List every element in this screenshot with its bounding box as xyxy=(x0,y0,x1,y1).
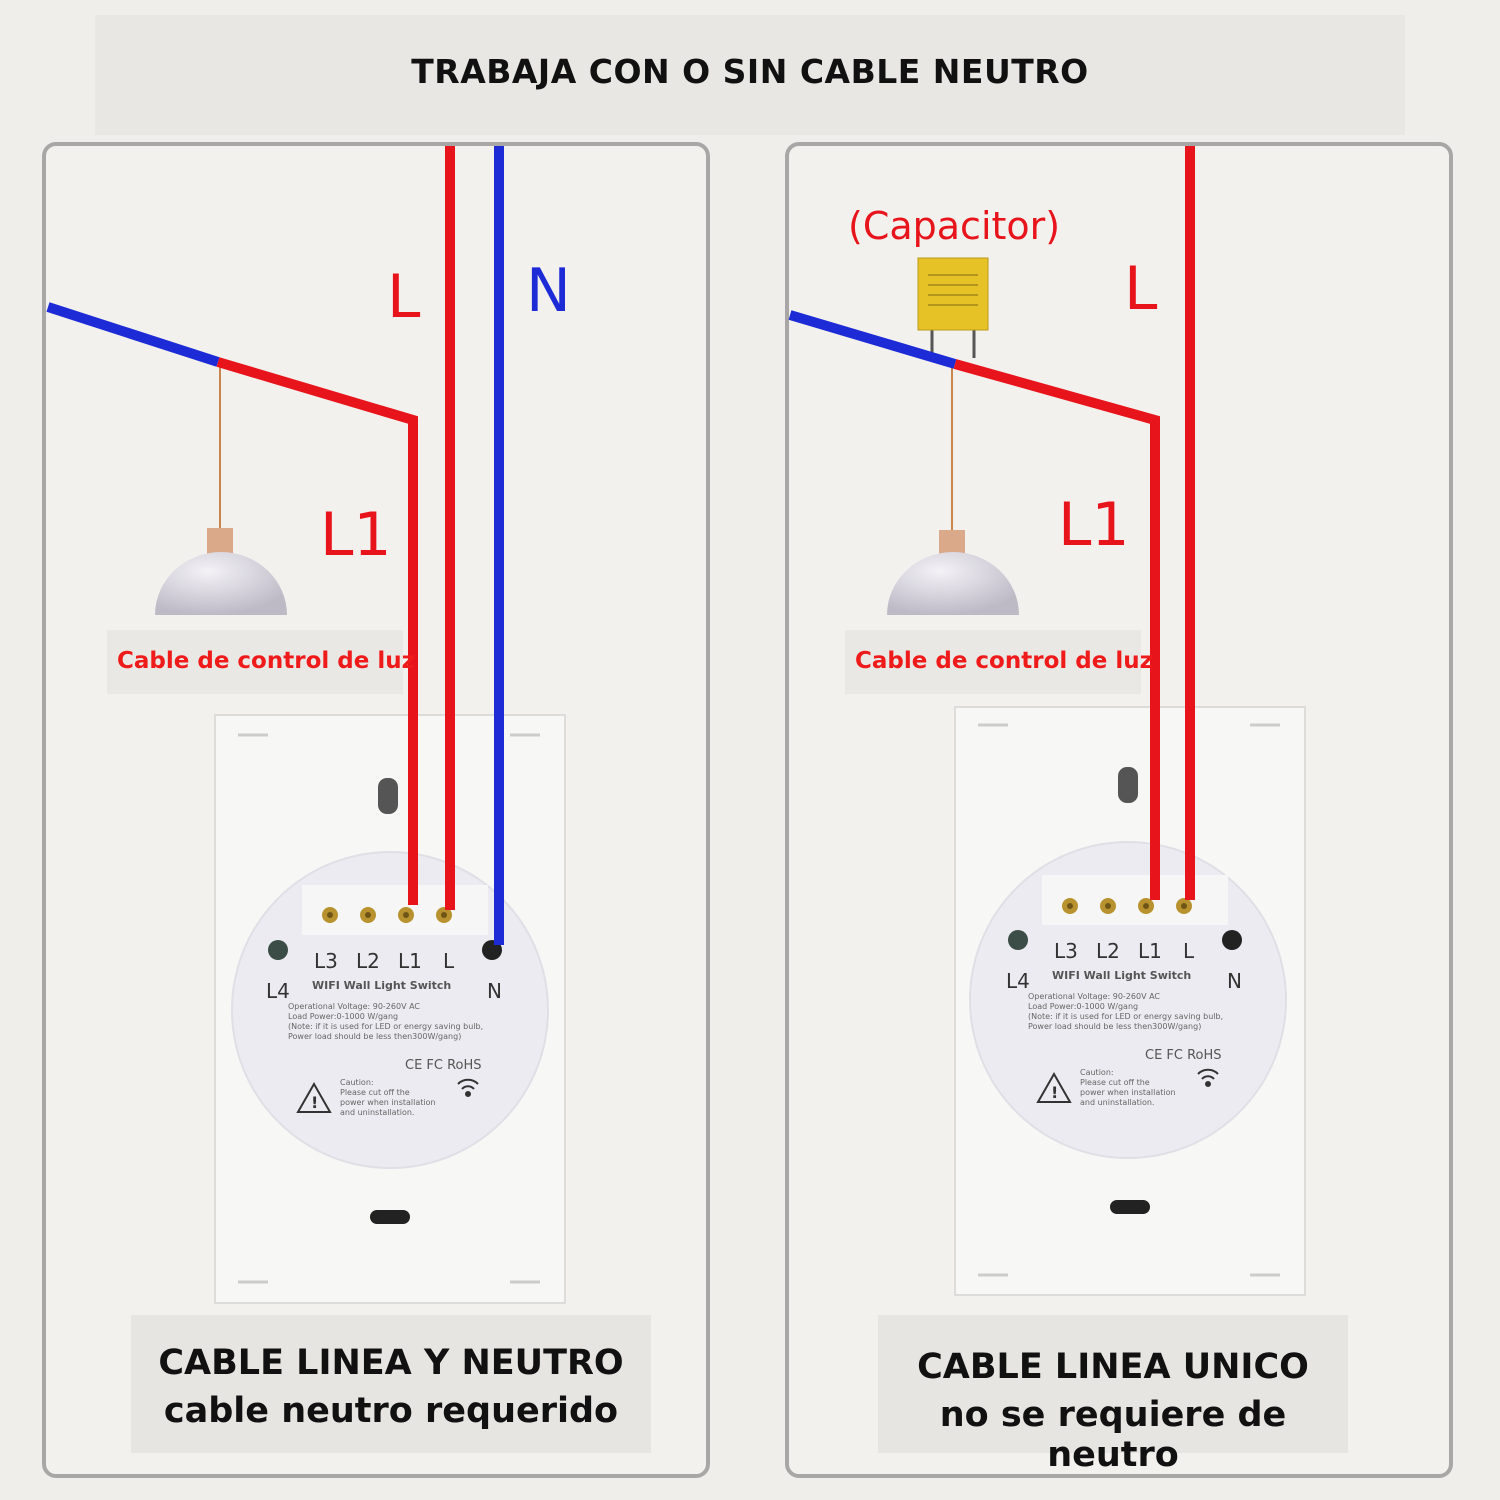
terminal-label-n: N xyxy=(487,979,502,1003)
terminal-label: L3 xyxy=(1054,939,1078,963)
terminal-label: L xyxy=(443,949,455,973)
header-band xyxy=(95,15,1405,135)
capacitor-label: (Capacitor) xyxy=(848,204,1061,248)
label-N-left: N xyxy=(526,256,571,326)
terminal-label: L1 xyxy=(1138,939,1162,963)
l1-wire-right xyxy=(953,359,1160,900)
l1-wire-left xyxy=(216,357,418,905)
neutral-wire-to-lamp xyxy=(46,302,220,367)
light-control-label-right: Cable de control de luz xyxy=(855,648,1153,674)
capacitor-icon xyxy=(917,257,989,358)
label-L-right: L xyxy=(1124,254,1158,324)
light-label-box-left: Cable de control de luz xyxy=(107,630,415,694)
caption-title-right: CABLE LINEA UNICO xyxy=(917,1347,1309,1387)
switch-model: WIFI Wall Light Switch xyxy=(312,979,452,992)
terminal-label: L2 xyxy=(356,949,380,973)
terminal-label-l4: L4 xyxy=(266,979,290,1003)
caution-text: Caution:Please cut off the power when in… xyxy=(340,1078,436,1117)
caption-subtitle-right: no se requiere de neutro xyxy=(939,1395,1287,1475)
wifi-icon xyxy=(1197,1068,1219,1087)
caption-box-right: CABLE LINEA UNICO no se requiere de neut… xyxy=(878,1315,1348,1475)
terminal-label-l4: L4 xyxy=(1006,969,1030,993)
caption-subtitle-left: cable neutro requerido xyxy=(163,1391,619,1431)
svg-text:!: ! xyxy=(311,1093,318,1112)
page-title: TRABAJA CON O SIN CABLE NEUTRO xyxy=(411,52,1089,91)
wifi-icon xyxy=(457,1078,479,1097)
warning-icon xyxy=(296,1081,332,1113)
pendant-lamp-icon xyxy=(886,362,1019,615)
label-L1-right: L1 xyxy=(1058,490,1130,560)
svg-text:!: ! xyxy=(1051,1083,1058,1102)
caption-box-left: CABLE LINEA Y NEUTRO cable neutro requer… xyxy=(131,1315,651,1453)
certifications: CE FC RoHS xyxy=(405,1058,482,1073)
certifications: CE FC RoHS xyxy=(1145,1048,1222,1063)
light-label-box-right: Cable de control de luz xyxy=(845,630,1153,694)
terminal-label: L2 xyxy=(1096,939,1120,963)
switch-body-right: ! xyxy=(954,706,1306,1296)
pendant-lamp-icon xyxy=(155,362,287,615)
switch-body-left: ! xyxy=(214,714,566,1304)
caption-title-left: CABLE LINEA Y NEUTRO xyxy=(158,1343,624,1383)
neutral-wire-to-lamp-right xyxy=(788,310,957,369)
caution-text: Caution:Please cut off the power when in… xyxy=(1080,1068,1176,1107)
light-control-label-left: Cable de control de luz xyxy=(117,648,415,674)
label-L1-left: L1 xyxy=(320,500,392,570)
terminal-label: L1 xyxy=(398,949,422,973)
terminal-label: L xyxy=(1183,939,1195,963)
terminal-label: L3 xyxy=(314,949,338,973)
label-L-left: L xyxy=(387,262,421,332)
terminal-label-n: N xyxy=(1227,969,1242,993)
warning-icon xyxy=(1036,1071,1072,1103)
switch-model: WIFI Wall Light Switch xyxy=(1052,969,1192,982)
